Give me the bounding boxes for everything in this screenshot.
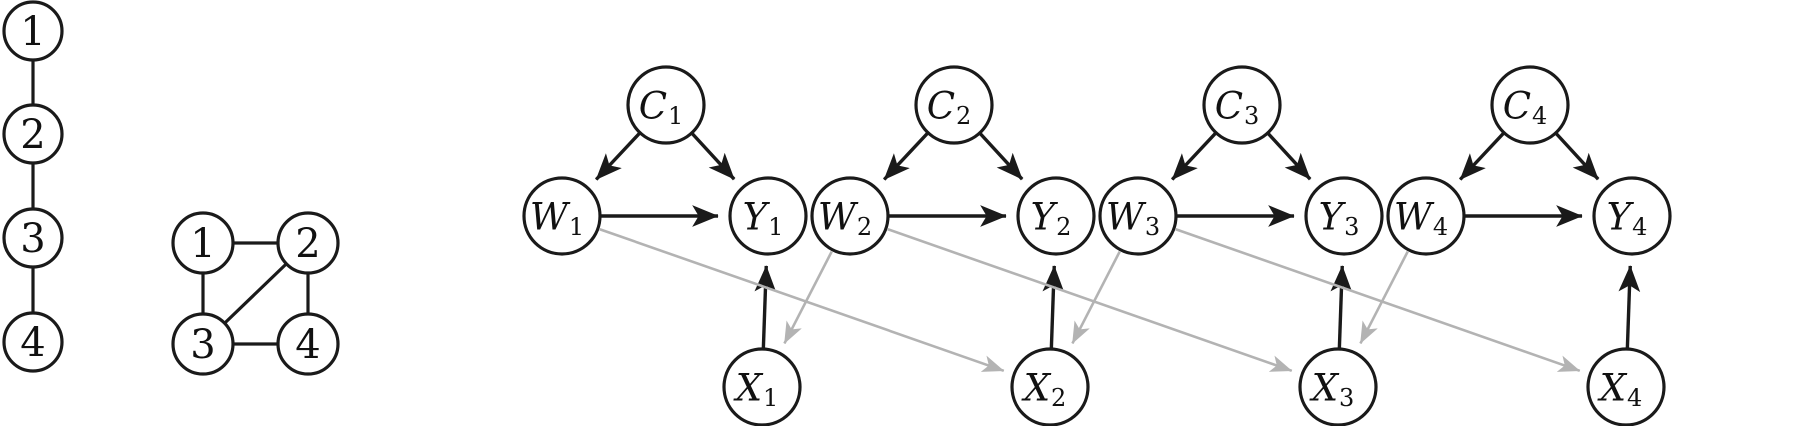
directed-edge-arrow [1170, 132, 1217, 181]
node-label-subscript: 1 [668, 102, 683, 130]
node-circle [1592, 176, 1672, 256]
graph-node-w2[interactable]: W2 [810, 176, 890, 256]
node-label-subscript: 2 [1056, 213, 1071, 241]
graph-node-x1[interactable]: X1 [722, 347, 802, 426]
edges-layer [31, 61, 1641, 373]
directed-edge-arrow [1175, 228, 1581, 373]
graph-node-x2[interactable]: X2 [1010, 347, 1090, 426]
graph-node-c3[interactable]: C3 [1202, 65, 1282, 145]
node-label: 4 [20, 320, 45, 366]
node-label-subscript: 2 [857, 213, 872, 241]
graph-node-c2[interactable]: 2 [2, 103, 64, 165]
node-label-subscript: 1 [763, 384, 778, 412]
graph-node-y2[interactable]: Y2 [1016, 176, 1096, 256]
directed-edge-arrow [1042, 265, 1065, 349]
graph-node-c4[interactable]: 4 [2, 311, 64, 373]
node-circle [1490, 65, 1570, 145]
node-circle [2, 0, 64, 62]
node-circle [522, 176, 602, 256]
directed-edge-arrow [1618, 265, 1641, 349]
directed-edge-arrow [594, 132, 641, 181]
graph-node-c1[interactable]: 1 [2, 0, 64, 62]
node-label: 1 [190, 221, 215, 267]
node-label: Y3 [1319, 196, 1360, 242]
node-label-subscript: 1 [768, 213, 783, 241]
directed-edge-arrow [691, 132, 736, 181]
node-circle [171, 312, 235, 376]
directed-edge-arrow [1458, 132, 1505, 181]
directed-edge-arrow [979, 132, 1024, 181]
graph-node-c3[interactable]: 3 [2, 207, 64, 269]
node-circle [2, 103, 64, 165]
node-label: 2 [295, 221, 320, 267]
directed-edge-arrow [754, 265, 777, 349]
node-circle [1098, 176, 1178, 256]
directed-edge-arrow [599, 228, 1005, 373]
graph-node-x4[interactable]: X4 [1586, 347, 1666, 426]
node-circle [914, 65, 994, 145]
node-circle [1016, 176, 1096, 256]
node-label-subscript: 2 [1051, 384, 1066, 412]
graph-node-s3[interactable]: 3 [171, 312, 235, 376]
node-circle [722, 347, 802, 426]
node-label: 1 [20, 9, 45, 55]
node-label: C3 [1215, 85, 1260, 131]
node-circle [728, 176, 808, 256]
directed-edge-arrow [887, 228, 1293, 373]
node-circle [1386, 176, 1466, 256]
node-label: 2 [20, 112, 45, 158]
graph-node-y1[interactable]: Y1 [728, 176, 808, 256]
node-circle [2, 207, 64, 269]
directed-edge-arrow [1267, 132, 1312, 181]
node-circle [2, 311, 64, 373]
node-label-subscript: 4 [1632, 213, 1647, 241]
node-label-subscript: 3 [1244, 102, 1259, 130]
graph-node-s4[interactable]: 4 [276, 312, 340, 376]
node-label-subscript: 2 [956, 102, 971, 130]
node-label: 4 [295, 322, 320, 368]
node-circle [1010, 347, 1090, 426]
directed-edge-arrow [882, 132, 929, 181]
node-label: Y2 [1031, 196, 1072, 242]
node-label-subscript: 3 [1344, 213, 1359, 241]
node-label-subscript: 4 [1532, 102, 1547, 130]
directed-edge-arrow [1359, 250, 1409, 345]
graph-node-c4[interactable]: C4 [1490, 65, 1570, 145]
node-circle [1298, 347, 1378, 426]
node-circle [1586, 347, 1666, 426]
graph-node-c2[interactable]: C2 [914, 65, 994, 145]
node-circle [171, 211, 235, 275]
node-circle [276, 211, 340, 275]
node-label-subscript: 4 [1627, 384, 1642, 412]
node-circle [1202, 65, 1282, 145]
node-circle [276, 312, 340, 376]
graph-node-w1[interactable]: W1 [522, 176, 602, 256]
node-label: 3 [190, 322, 215, 368]
graph-node-x3[interactable]: X3 [1298, 347, 1378, 426]
directed-edge-arrow [783, 250, 833, 345]
graph-node-y3[interactable]: Y3 [1304, 176, 1384, 256]
graph-node-c1[interactable]: C1 [626, 65, 706, 145]
node-label-subscript: 3 [1339, 384, 1354, 412]
directed-edge-arrow [1555, 132, 1600, 181]
node-circle [626, 65, 706, 145]
node-label-subscript: 4 [1433, 213, 1448, 241]
node-label: 3 [20, 216, 45, 262]
directed-edge-arrow [1071, 250, 1121, 345]
node-label-subscript: 1 [569, 213, 584, 241]
graph-node-s1[interactable]: 1 [171, 211, 235, 275]
undirected-edge-line [224, 263, 287, 324]
graph-node-y4[interactable]: Y4 [1592, 176, 1672, 256]
graph-node-w4[interactable]: W4 [1386, 176, 1466, 256]
node-label-subscript: 3 [1145, 213, 1160, 241]
node-circle [1304, 176, 1384, 256]
graph-node-s2[interactable]: 2 [276, 211, 340, 275]
graph-node-w3[interactable]: W3 [1098, 176, 1178, 256]
node-circle [810, 176, 890, 256]
directed-edge-arrow [1330, 265, 1353, 349]
